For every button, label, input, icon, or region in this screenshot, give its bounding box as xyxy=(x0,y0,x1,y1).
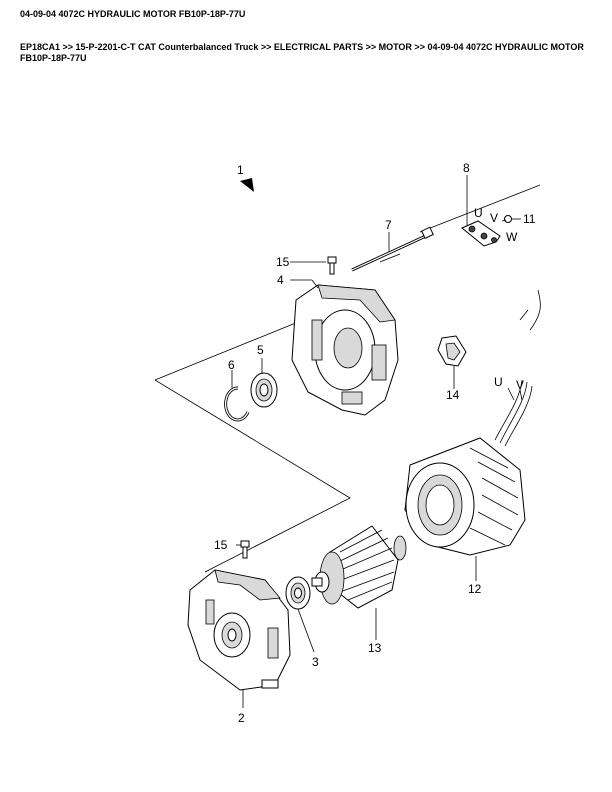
callout-1: 1 xyxy=(237,163,244,177)
part-13-rotor[interactable] xyxy=(311,525,407,609)
part-12-stator[interactable] xyxy=(404,289,541,556)
callout-15-bottom: 15 xyxy=(214,538,228,552)
callout-6: 6 xyxy=(228,358,235,372)
part-5-bearing-rear[interactable] xyxy=(250,372,278,408)
part-15-screw-bottom[interactable] xyxy=(240,540,250,559)
part-11-screw[interactable] xyxy=(501,215,512,223)
page-title: 04-09-04 4072C HYDRAULIC MOTOR FB10P-18P… xyxy=(20,9,246,19)
part-15-screw-top[interactable] xyxy=(327,256,337,275)
callout-12: 12 xyxy=(468,582,482,596)
part-4-rear-housing[interactable] xyxy=(291,284,399,416)
assembly-arrow-icon xyxy=(240,178,254,192)
part-6-snap-ring[interactable] xyxy=(224,386,250,422)
callout-15-top: 15 xyxy=(276,255,290,269)
part-7-bolt[interactable] xyxy=(351,226,434,272)
leader-lines xyxy=(231,175,523,708)
lead-label-v: V xyxy=(516,378,524,392)
terminal-label-v: V xyxy=(490,211,498,225)
callout-14: 14 xyxy=(446,388,460,402)
breadcrumb[interactable]: EP18CA1 >> 15-P-2201-C-T CAT Counterbala… xyxy=(20,42,584,63)
callout-5: 5 xyxy=(257,343,264,357)
callout-2: 2 xyxy=(238,711,245,725)
part-14-grommet[interactable] xyxy=(437,335,467,367)
part-8-terminal-block[interactable] xyxy=(461,220,501,247)
terminal-label-w: W xyxy=(506,230,518,244)
callout-7: 7 xyxy=(385,218,392,232)
assembly-boundary-lines xyxy=(154,184,541,573)
callout-13: 13 xyxy=(368,641,382,655)
part-2-front-housing[interactable] xyxy=(187,569,291,691)
part-3-bearing-front[interactable] xyxy=(285,576,311,610)
lead-label-u: U xyxy=(494,375,503,389)
callout-3: 3 xyxy=(312,655,319,669)
callout-4: 4 xyxy=(277,273,284,287)
callout-8: 8 xyxy=(463,161,470,175)
callout-11: 11 xyxy=(523,212,536,226)
terminal-label-u: U xyxy=(474,206,483,220)
